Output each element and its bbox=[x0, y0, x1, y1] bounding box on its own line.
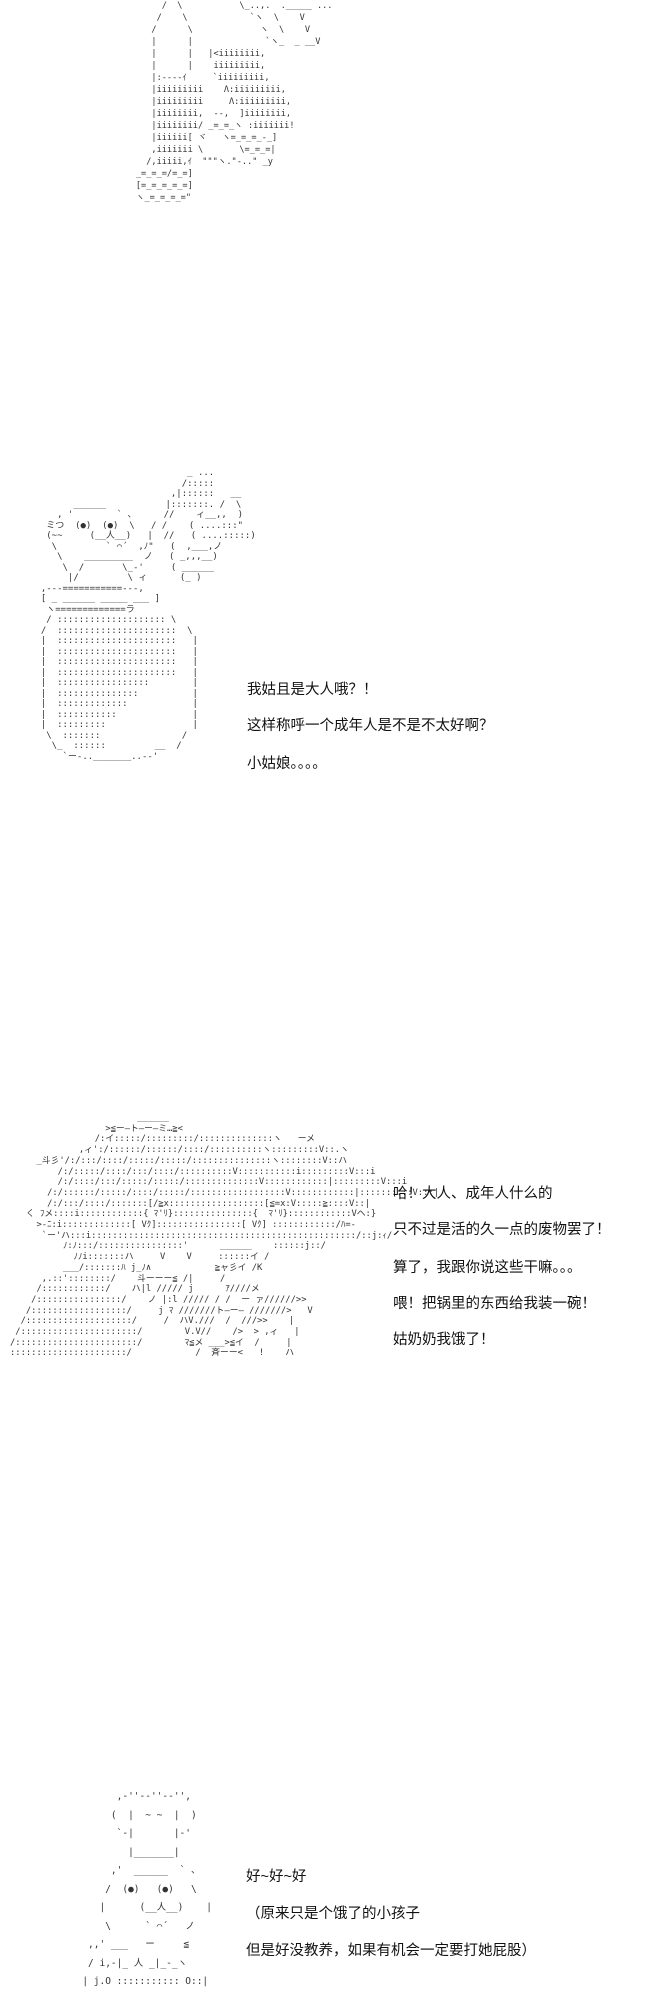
dialogue-line: 哈！大人、成年人什么的 bbox=[393, 1186, 553, 1202]
dialogue-line: 好~好~好 bbox=[246, 1869, 307, 1885]
dialogue-line: 只不过是活的久一点的废物罢了！ bbox=[393, 1222, 611, 1238]
dialogue-line: 喂！把锅里的东西给我装一碗！ bbox=[393, 1296, 596, 1312]
ascii-art-legs: / \ \_..,. ._____ ... / \ `ヽ \ V / \ ヽ \… bbox=[135, 1, 333, 203]
dialogue-line: 算了，我跟你说这些干嘛。。。 bbox=[393, 1260, 582, 1276]
ascii-art-jar-character: _ ... /::::: ,|:::::: __ ______ |:::::::… bbox=[40, 468, 256, 762]
ascii-art-girl: ______ >≦ー―ト―ー―ミ…≧< /:イ:::::/:::::::::/:… bbox=[10, 1113, 439, 1359]
dialogue-line: （原来只是个饿了的小孩子 bbox=[246, 1906, 420, 1922]
dialogue-line: 小姑娘。。。。 bbox=[247, 756, 327, 772]
dialogue-line: 这样称呼一个成年人是不是不太好啊？ bbox=[247, 718, 494, 734]
dialogue-line: 我姑且是大人哦？！ bbox=[247, 682, 378, 698]
ascii-art-chef: ,-''‐-''‐-'', ( | ~ ~ | ) `-| |-' |_____… bbox=[82, 1791, 212, 1987]
dialogue-line: 姑奶奶我饿了！ bbox=[393, 1332, 495, 1348]
dialogue-line: 但是好没教养，如果有机会一定要打她屁股） bbox=[246, 1943, 536, 1959]
